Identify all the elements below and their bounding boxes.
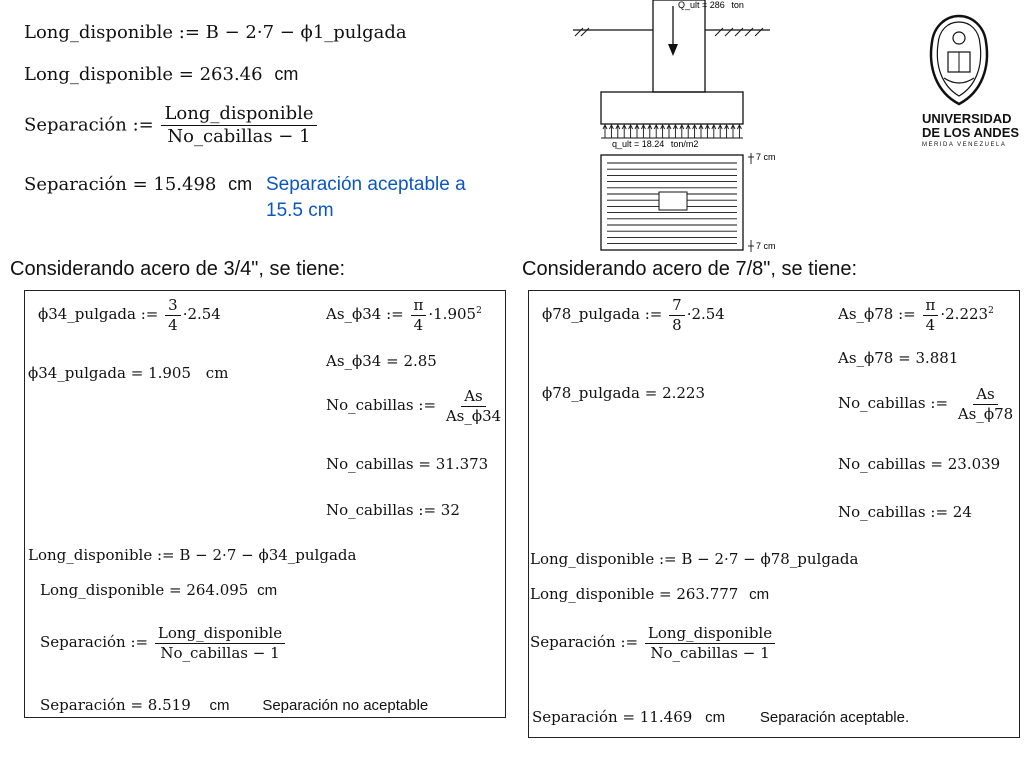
logo-line3: MERIDA VENEZUELA: [922, 142, 1007, 148]
right-calc-panel: [528, 290, 1020, 738]
left-sep-note: Separación no aceptable: [262, 697, 429, 714]
left-as-def-lhs: As_ϕ34 :=: [326, 305, 404, 323]
logo-line2: DE LOS ANDES: [922, 125, 1020, 140]
right-long-def: Long_disponible := B − 2·7 − ϕ78_pulgada: [530, 550, 859, 568]
left-sep-result: Separación = 8.519 cm Separación no acep…: [40, 696, 428, 714]
right-sep-unit: cm: [705, 709, 726, 726]
top-sep-def-den: No_cabillas − 1: [167, 125, 311, 147]
right-as-result: As_ϕ78 = 3.881: [838, 349, 959, 367]
top-sep-def: Separación := Long_disponible No_cabilla…: [24, 104, 319, 147]
top-sep-result: Separación = 15.498 cm: [24, 174, 252, 195]
left-as-result: As_ϕ34 = 2.85: [326, 352, 437, 370]
left-as-def-tail: ·1.905: [428, 305, 477, 323]
pressure-label: q_ult = 18.24 ton/m2: [612, 139, 699, 149]
right-nc-def-lhs: No_cabillas :=: [838, 394, 949, 412]
left-as-def-exp: 2: [476, 306, 482, 316]
left-long-result-value: Long_disponible = 264.095: [40, 581, 249, 599]
top-sep-def-lhs: Separación :=: [24, 114, 154, 136]
left-as-def-num: π: [410, 297, 427, 316]
cover-bottom-label: 7 cm: [756, 241, 776, 251]
top-sep-result-unit: cm: [228, 174, 253, 194]
footing-diagram: [573, 0, 770, 252]
right-sep-def-num: Long_disponible: [644, 625, 776, 644]
left-as-def-den: 4: [413, 315, 424, 334]
right-long-result: Long_disponible = 263.777 cm: [530, 585, 769, 603]
left-nc-final: No_cabillas := 32: [326, 501, 460, 519]
right-as-def-lhs: As_ϕ78 :=: [838, 305, 916, 323]
left-phi-result-value: ϕ34_pulgada = 1.905: [28, 364, 192, 382]
right-as-def-num: π: [922, 297, 939, 316]
right-sep-def-lhs: Separación :=: [530, 633, 639, 651]
right-phi-def-lhs: ϕ78_pulgada :=: [542, 305, 663, 323]
pressure-unit: ton/m2: [670, 139, 699, 149]
university-seal-icon: [929, 14, 989, 106]
right-phi-def-den: 8: [672, 315, 682, 334]
left-sep-unit: cm: [209, 697, 230, 714]
left-phi-result: ϕ34_pulgada = 1.905 cm: [28, 364, 228, 382]
left-nc-def-den: As_ϕ34: [445, 406, 502, 425]
right-sep-result: Separación = 11.469 cm Separación acepta…: [532, 708, 909, 726]
right-phi-def-tail: ·2.54: [686, 305, 725, 323]
load-unit: ton: [731, 0, 744, 10]
right-nc-result: No_cabillas = 23.039: [838, 455, 1001, 473]
logo-text: UNIVERSIDAD DE LOS ANDES MERIDA VENEZUEL…: [922, 112, 1019, 150]
left-phi-def-tail: ·2.54: [182, 305, 221, 323]
top-long-def: Long_disponible := B − 2·7 − ϕ1_pulgada: [24, 22, 407, 43]
right-phi-def-num: 7: [669, 297, 685, 316]
top-note: Separación aceptable a 15.5 cm: [266, 172, 466, 224]
right-nc-def-den: As_ϕ78: [957, 404, 1014, 423]
top-sep-def-num: Long_disponible: [161, 104, 317, 126]
right-phi-result: ϕ78_pulgada = 2.223: [542, 384, 706, 402]
left-phi-def-lhs: ϕ34_pulgada :=: [38, 305, 159, 323]
right-sep-result-value: Separación = 11.469: [532, 708, 693, 726]
right-nc-def-num: As: [973, 386, 998, 405]
right-long-result-value: Long_disponible = 263.777: [530, 585, 739, 603]
pressure-value: q_ult = 18.24: [612, 139, 665, 149]
right-as-def-den: 4: [925, 315, 936, 334]
load-label: Q_ult = 286 ton: [678, 0, 744, 10]
left-sep-def-num: Long_disponible: [154, 625, 286, 644]
top-note-line1: Separación aceptable a: [266, 174, 466, 195]
cover-top-label: 7 cm: [756, 152, 776, 162]
top-sep-result-value: Separación = 15.498: [24, 174, 217, 195]
top-note-line2: 15.5 cm: [266, 200, 334, 221]
logo-line1: UNIVERSIDAD: [922, 111, 1012, 126]
right-heading: Considerando acero de 7/8", se tiene:: [522, 258, 858, 280]
left-nc-def-lhs: No_cabillas :=: [326, 396, 437, 414]
left-sep-def-den: No_cabillas − 1: [160, 643, 280, 662]
right-long-unit: cm: [749, 586, 770, 603]
left-sep-def-lhs: Separación :=: [40, 633, 149, 651]
left-calc-panel: [24, 290, 506, 718]
load-value: Q_ult = 286: [678, 0, 725, 10]
right-sep-def-den: No_cabillas − 1: [650, 643, 770, 662]
left-long-unit: cm: [257, 582, 278, 599]
left-sep-result-value: Separación = 8.519: [40, 696, 191, 714]
left-phi-unit: cm: [205, 364, 229, 382]
left-phi-def-num: 3: [165, 297, 181, 316]
top-long-result-unit: cm: [274, 64, 299, 84]
left-long-result: Long_disponible = 264.095 cm: [40, 581, 277, 599]
left-nc-def-num: As: [461, 388, 486, 407]
left-phi-def-den: 4: [168, 315, 178, 334]
top-long-result: Long_disponible = 263.46 cm: [24, 64, 298, 85]
right-nc-final: No_cabillas := 24: [838, 503, 972, 521]
right-as-def-tail: ·2.223: [940, 305, 989, 323]
right-as-def-exp: 2: [988, 306, 994, 316]
left-nc-result: No_cabillas = 31.373: [326, 455, 489, 473]
top-long-result-value: Long_disponible = 263.46: [24, 64, 263, 85]
left-long-def: Long_disponible := B − 2·7 − ϕ34_pulgada: [28, 546, 357, 564]
right-sep-note: Separación aceptable.: [759, 709, 910, 726]
left-heading: Considerando acero de 3/4", se tiene:: [10, 258, 346, 280]
